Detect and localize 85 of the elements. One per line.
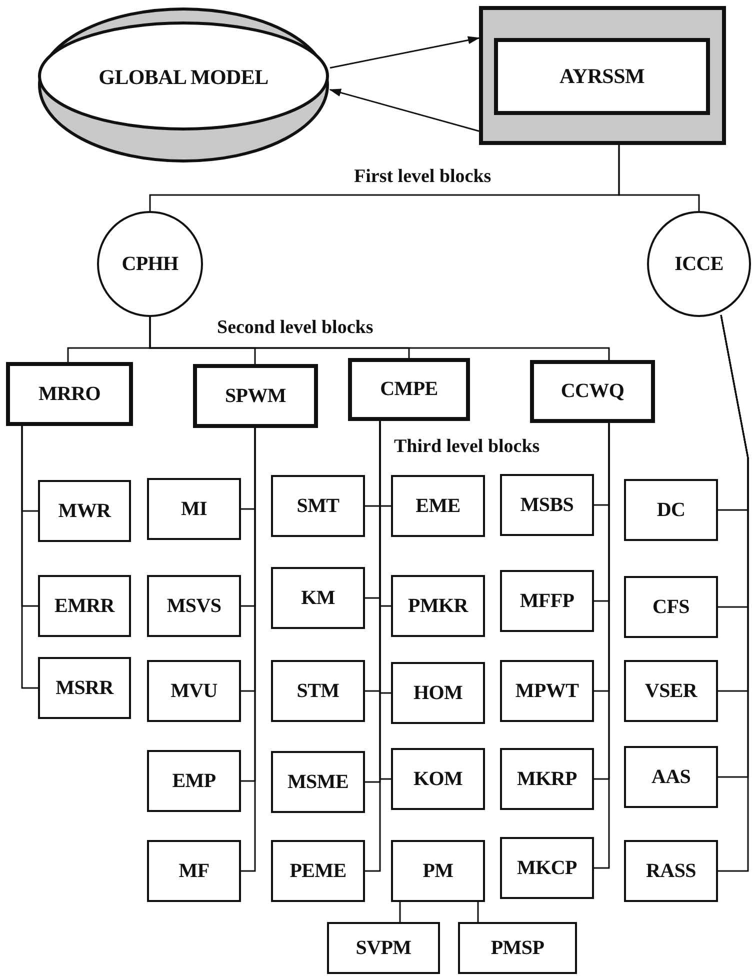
ellipse-node (37, 7, 330, 163)
block-box (271, 840, 365, 902)
node-label: MSBS (520, 494, 574, 516)
node-label: KM (301, 586, 335, 610)
node-label: PM (422, 860, 454, 882)
arrow (329, 88, 480, 132)
connector-line (618, 145, 700, 211)
node-label: HOM (413, 682, 463, 704)
block-box (500, 660, 594, 722)
connector-line (477, 902, 479, 922)
node-label: MRRO (38, 382, 101, 406)
block-box (624, 479, 718, 541)
block-box (6, 362, 133, 426)
node-label: SPWM (224, 384, 286, 408)
node-label: RASS (646, 860, 696, 882)
node-label: MF (178, 860, 210, 882)
block-box (147, 478, 241, 540)
connector-line (241, 428, 256, 872)
node-label: MSRR (56, 676, 114, 700)
block-box (391, 662, 485, 724)
node-label: ICCE (674, 252, 724, 276)
node-label: EMP (172, 770, 216, 792)
block-box (391, 475, 485, 537)
connector-line (149, 317, 610, 360)
node-label: PMSP (490, 936, 544, 960)
block-box (38, 575, 131, 637)
node-label: CMPE (380, 378, 438, 401)
block-box (500, 570, 594, 632)
block-box (271, 751, 365, 813)
framed-box (479, 6, 726, 145)
block-box (391, 748, 485, 810)
node-label: PEME (290, 860, 346, 882)
block-box (348, 358, 470, 421)
block-box (271, 567, 365, 629)
node-label: MI (180, 498, 208, 520)
block-box (147, 575, 241, 637)
node-label: GLOBAL MODEL (98, 64, 268, 90)
block-box (500, 748, 594, 810)
node-label: CPHH (122, 252, 178, 276)
node-label: MPWT (515, 680, 579, 702)
block-box (38, 657, 131, 719)
block-box (624, 746, 718, 808)
connector-line (21, 426, 38, 689)
node-label: EMRR (54, 594, 114, 618)
block-box (624, 840, 718, 902)
block-box (391, 840, 485, 902)
node-label: EME (416, 494, 460, 518)
node-label: PMKR (408, 594, 468, 618)
node-label: MSME (287, 770, 349, 794)
block-box (193, 364, 318, 428)
block-box (624, 660, 718, 722)
block-box (147, 840, 241, 902)
node-label: DC (656, 498, 686, 522)
block-box (327, 922, 440, 974)
node-label: MKCP (517, 856, 577, 880)
block-box (500, 837, 594, 899)
block-box (271, 475, 365, 537)
block-box (38, 480, 131, 542)
node-label: MWR (58, 500, 111, 522)
node-label: MVU (170, 680, 218, 702)
block-box (391, 575, 485, 637)
connector-line (718, 314, 749, 872)
node-label: SVPM (356, 936, 412, 960)
node-label: SMT (296, 494, 340, 518)
block-box (271, 660, 365, 722)
node-label: STM (296, 680, 340, 702)
block-box (147, 660, 241, 722)
node-label: MSVS (166, 594, 222, 618)
node-label: CFS (652, 596, 690, 618)
connector-line (594, 423, 610, 869)
block-box (624, 576, 718, 638)
node-label: KOM (413, 768, 463, 790)
node-label: CCWQ (560, 380, 624, 403)
node-label: VSER (644, 680, 698, 702)
node-label: MKRP (517, 768, 577, 790)
block-box (530, 360, 655, 423)
node-label: MFFP (520, 590, 574, 612)
node-label: AYRSSM (560, 64, 644, 89)
block-box (458, 922, 577, 974)
block-box (500, 474, 594, 536)
connector-line (399, 902, 401, 922)
connector-line (379, 421, 391, 780)
node-label: AAS (651, 766, 691, 788)
arrow (330, 36, 480, 69)
block-box (147, 750, 241, 812)
